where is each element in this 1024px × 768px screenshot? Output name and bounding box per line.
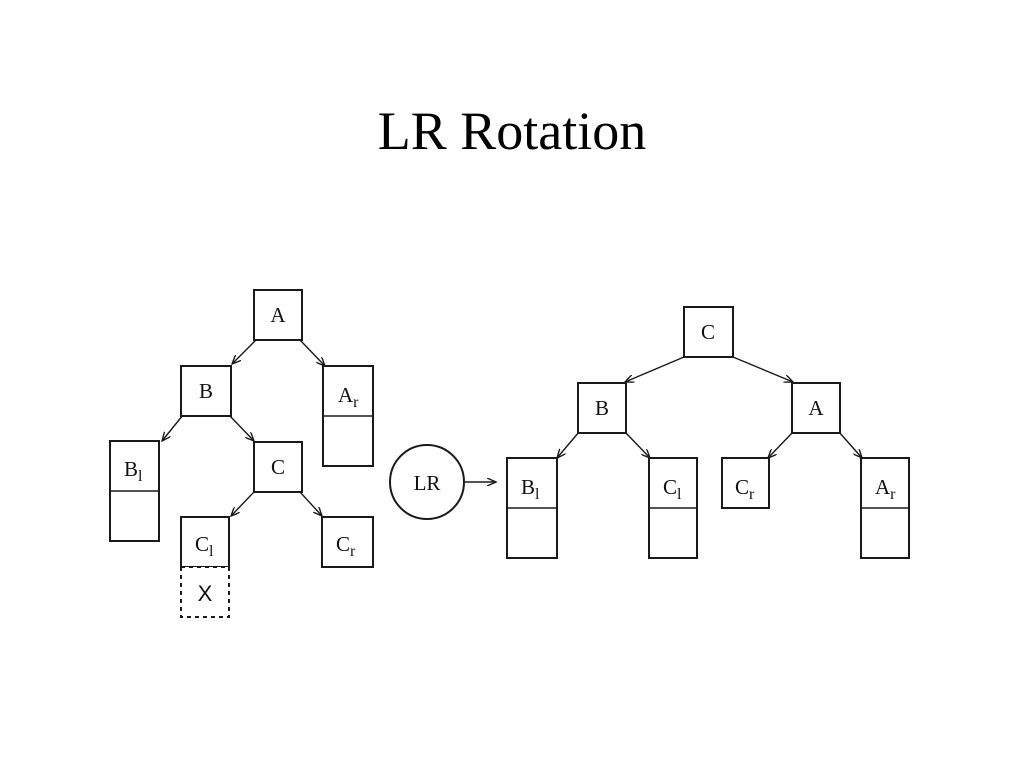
after-subtree-ar: Ar [860, 457, 910, 559]
svg-text:B: B [595, 396, 609, 420]
svg-text:Cr: Cr [336, 532, 356, 560]
edge-c-b [625, 356, 685, 382]
edge-a-b [232, 339, 257, 364]
node-label: A [808, 396, 824, 420]
before-node-b: B [180, 365, 232, 417]
subtree-label: A [875, 475, 891, 499]
before-node-a: A [253, 289, 303, 341]
svg-text:Cr: Cr [735, 475, 755, 503]
operator-label: LR [414, 471, 441, 495]
before-tree: A B Ar Bl C Cl X [109, 289, 374, 618]
edge-b-bl [557, 431, 580, 458]
before-subtree-bl: Bl [109, 440, 160, 542]
edge-b-c [228, 414, 254, 441]
subtree-subscript: r [353, 394, 359, 411]
svg-text:Bl: Bl [521, 475, 540, 503]
subtree-subscript: l [138, 468, 143, 485]
after-node-b: B [577, 382, 627, 434]
after-subtree-cr: Cr [721, 457, 770, 509]
subtree-subscript: r [350, 543, 356, 560]
edge-a-ar [838, 431, 862, 458]
subtree-subscript: l [535, 486, 540, 503]
subtree-label: C [195, 532, 209, 556]
node-label: B [595, 396, 609, 420]
svg-text:Bl: Bl [124, 457, 143, 485]
before-subtree-cl: Cl X [180, 516, 230, 618]
edge-c-cr [299, 491, 322, 516]
node-label: A [270, 303, 286, 327]
lr-operator: LR [389, 444, 496, 520]
after-subtree-bl: Bl [506, 457, 558, 559]
svg-text:Cl: Cl [663, 475, 682, 503]
subtree-subscript: l [209, 543, 214, 560]
node-label: C [701, 320, 715, 344]
edge-b-cl [624, 431, 650, 458]
svg-text:Ar: Ar [875, 475, 896, 503]
edge-b-bl [162, 414, 184, 441]
edge-a-ar [299, 339, 325, 366]
subtree-label: B [521, 475, 535, 499]
node-label: B [199, 379, 213, 403]
after-tree: C B A Bl Cl Cr [506, 306, 910, 559]
subtree-label: C [663, 475, 677, 499]
subtree-subscript: l [677, 486, 682, 503]
edge-a-cr [768, 431, 794, 458]
after-node-a: A [791, 382, 841, 434]
subtree-label: A [338, 383, 354, 407]
inserted-node-x: X [198, 581, 213, 606]
svg-text:A: A [270, 303, 286, 327]
after-subtree-cl: Cl [648, 457, 698, 559]
before-subtree-cr: Cr [321, 516, 374, 568]
slide-title: LR Rotation [377, 101, 647, 161]
edge-c-a [732, 356, 793, 382]
subtree-subscript: r [890, 486, 896, 503]
svg-text:Ar: Ar [338, 383, 359, 411]
subtree-label: C [336, 532, 350, 556]
subtree-label: C [735, 475, 749, 499]
edge-c-cl [231, 491, 255, 516]
svg-text:C: C [271, 455, 285, 479]
before-subtree-ar: Ar [322, 365, 374, 467]
node-label: C [271, 455, 285, 479]
subtree-label: B [124, 457, 138, 481]
svg-text:C: C [701, 320, 715, 344]
svg-text:Cl: Cl [195, 532, 214, 560]
subtree-subscript: r [749, 486, 755, 503]
after-node-c: C [683, 306, 734, 358]
before-node-c: C [253, 441, 303, 493]
svg-text:B: B [199, 379, 213, 403]
svg-text:A: A [808, 396, 824, 420]
inserted-node-x-box [180, 566, 230, 618]
